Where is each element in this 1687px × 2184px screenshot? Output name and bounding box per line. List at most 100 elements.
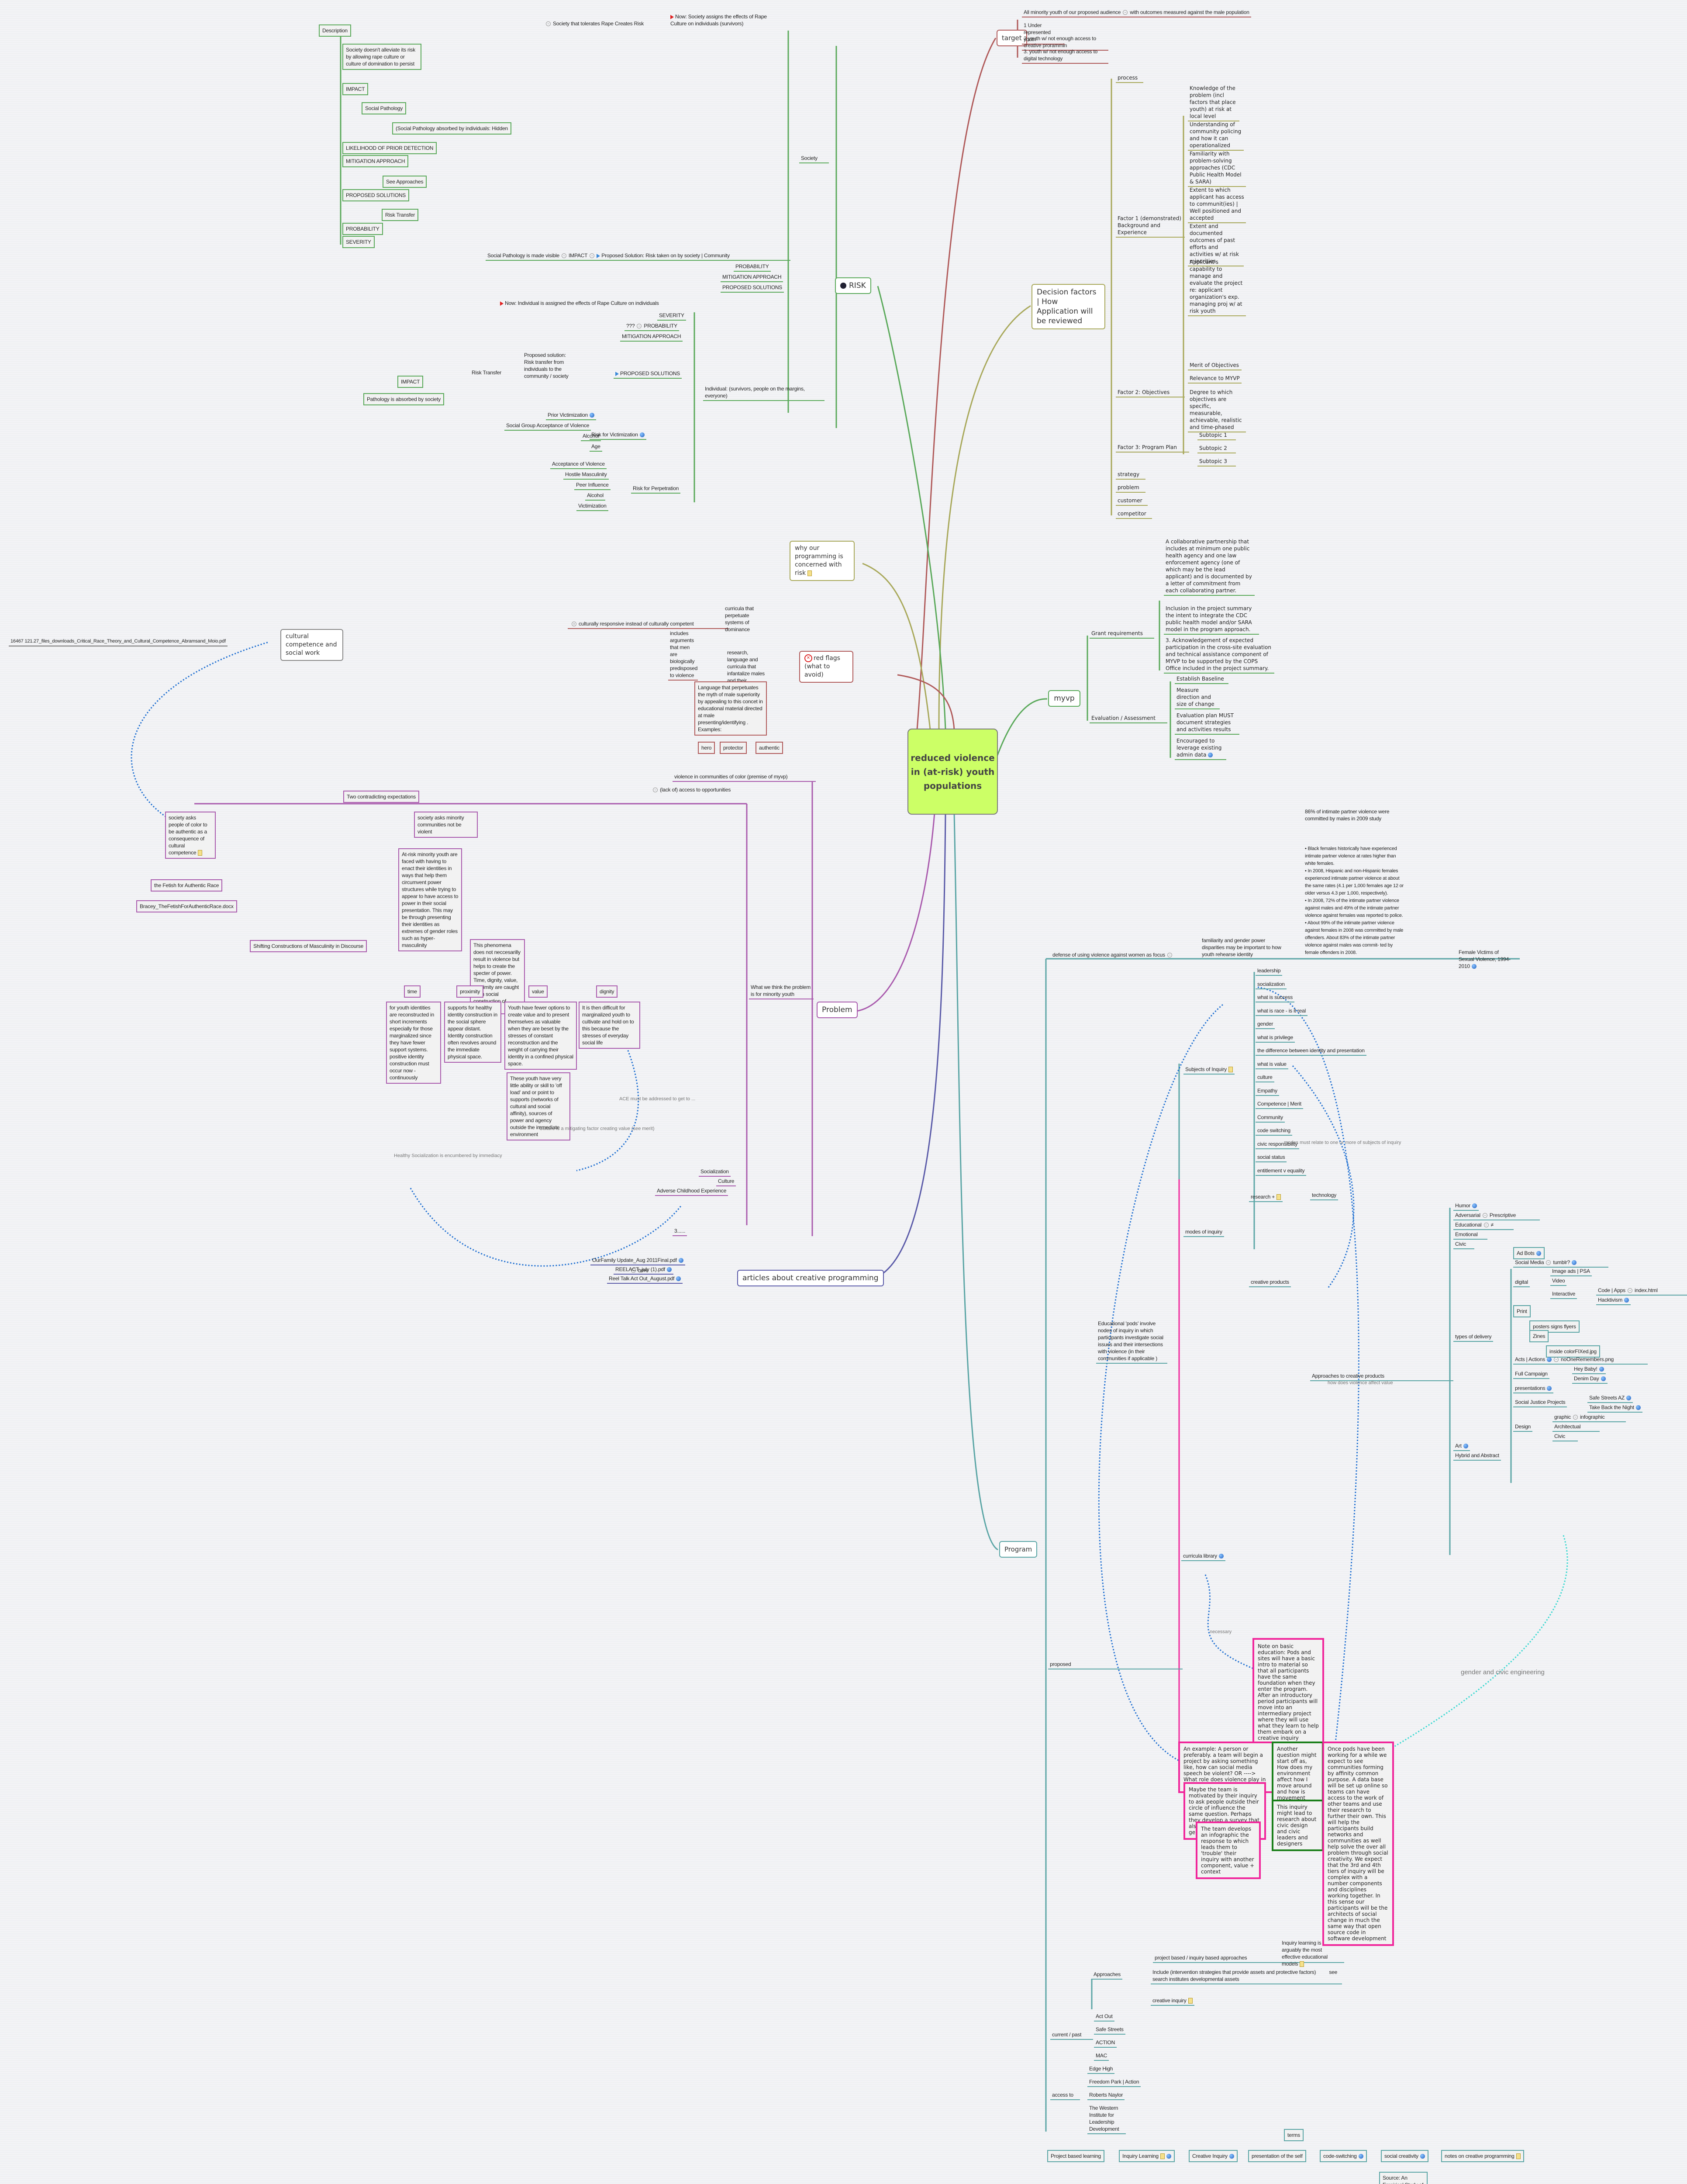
risk-perpetration[interactable]: Risk for Perpetration (631, 484, 681, 494)
grant-item[interactable]: 3. Acknowledgement of expected participa… (1164, 636, 1274, 674)
social-justice-projects[interactable]: Social Justice Projects (1513, 1398, 1567, 1407)
dim-proximity[interactable]: proximity (456, 985, 484, 998)
individual-node[interactable]: Individual: (survivors, people on the ma… (703, 384, 825, 401)
note-icon[interactable] (1188, 1998, 1193, 2004)
web-link-icon[interactable] (1599, 1367, 1604, 1372)
tone-educational[interactable]: Educational−≠ (1453, 1220, 1514, 1230)
article-file[interactable]: Reel Talk Act Out_August.pdf (607, 1274, 683, 1284)
inside-color[interactable]: inside colorFIXed.jpg (1546, 1345, 1600, 1358)
risk-node[interactable]: RISK (835, 277, 871, 294)
factor1-label[interactable]: Factor 1 (demonstrated) Background and E… (1116, 214, 1185, 238)
decision-process[interactable]: process (1116, 73, 1143, 83)
risk-victimization[interactable]: Risk for Victimization (590, 430, 646, 440)
description-item[interactable]: Social Pathology (362, 102, 407, 114)
code-apps[interactable]: Code | Apps−index.html (1596, 1286, 1687, 1296)
pbl-approaches[interactable]: project based / inquiry based approaches (1153, 1953, 1344, 1963)
description-item[interactable]: SEVERITY (342, 236, 375, 248)
research-node[interactable]: research + (1249, 1192, 1283, 1202)
term-item[interactable]: Project based learning (1047, 2150, 1105, 2162)
familiarity-node[interactable]: familiarity and gender power disparities… (1202, 937, 1281, 957)
subject-item[interactable]: entitlement v equality (1256, 1166, 1307, 1176)
note-icon[interactable] (1228, 1067, 1233, 1073)
image-ads[interactable]: Image ads | PSA (1550, 1267, 1592, 1276)
current-item[interactable]: ACTION (1094, 2038, 1117, 2048)
web-link-icon[interactable] (676, 1276, 681, 1282)
art[interactable]: Art (1453, 1441, 1470, 1451)
cultural-competence-node[interactable]: cultural competence and social work (280, 629, 343, 661)
hybrid-abstract[interactable]: Hybrid and Abstract (1453, 1451, 1501, 1461)
individual-risk-transfer[interactable]: Risk Transfer (472, 370, 502, 376)
subject-item[interactable]: Community (1256, 1113, 1285, 1123)
description-item[interactable]: Society doesn't alleviate its risk by al… (342, 44, 421, 70)
web-link-icon[interactable] (1463, 1444, 1468, 1449)
society-node[interactable]: Society (799, 154, 829, 163)
term-item[interactable]: notes on creative programming (1441, 2150, 1524, 2162)
article-file[interactable]: REELACT_july (1).pdf (614, 1265, 674, 1275)
grant-requirements[interactable]: Grant requirements (1090, 629, 1154, 639)
approaches-creative-products[interactable]: Approaches to creative products (1310, 1372, 1453, 1381)
victimization-item[interactable]: Social Group Acceptance of Violence (504, 421, 591, 431)
example-authentic[interactable]: authentic (756, 742, 783, 754)
access-to[interactable]: access to (1050, 2091, 1080, 2100)
factor1-item[interactable]: Familiarity with problem-solving approac… (1188, 149, 1246, 187)
subject-item[interactable]: the difference between identity and pres… (1256, 1046, 1366, 1056)
description-item[interactable]: PROPOSED SOLUTIONS (342, 189, 410, 201)
factor2-item[interactable]: Relevance to MYVP (1188, 374, 1242, 384)
individual-proposed-solutions[interactable]: PROPOSED SOLUTIONS (614, 369, 682, 379)
pathology-absorbed[interactable]: Pathology is absorbed by society (363, 393, 445, 405)
factor1-item[interactable]: Knowledge of the problem (incl factors t… (1188, 84, 1239, 121)
hacktivism[interactable]: Hacktivism (1596, 1296, 1631, 1305)
subject-item[interactable]: socialization (1256, 980, 1287, 989)
subject-item[interactable]: what is privilege (1256, 1033, 1295, 1043)
society-mitigation[interactable]: MITIGATION APPROACH (721, 273, 783, 282)
eval-item[interactable]: Measure direction and size of change (1175, 686, 1220, 709)
central-topic[interactable]: reduced violence in (at-risk) youth popu… (907, 729, 998, 815)
note-icon[interactable] (1516, 2153, 1521, 2160)
eval-item[interactable]: Encouraged to leverage existing admin da… (1175, 736, 1226, 760)
tone-civic[interactable]: Civic (1453, 1240, 1474, 1249)
web-link-icon[interactable] (1624, 1298, 1629, 1303)
society-tolerates-label[interactable]: −Society that tolerates Rape Creates Ris… (544, 20, 644, 27)
current-item[interactable]: MAC (1094, 2051, 1109, 2061)
note-icon[interactable] (1160, 2153, 1165, 2160)
articles-node[interactable]: articles about creative programming (737, 1270, 884, 1286)
now-society-label[interactable]: Now: Society assigns the effects of Rape… (670, 14, 767, 27)
perpetration-item[interactable]: Hostile Masculinity (563, 470, 609, 480)
perpetration-item[interactable]: Peer Influence (574, 480, 611, 490)
maybe-box[interactable]: Maybe the team is motivated by their inq… (1183, 1782, 1266, 1840)
web-link-icon[interactable] (1420, 2154, 1425, 2159)
red-flag-item[interactable]: Language that perpetuates the myth of ma… (694, 681, 767, 736)
problem-premise[interactable]: violence in communities of color (premis… (673, 772, 816, 782)
current-item[interactable]: Act Out (1094, 2012, 1114, 2022)
example-protector[interactable]: protector (720, 742, 747, 754)
description-item[interactable]: MITIGATION APPROACH (342, 155, 409, 167)
two-expectations[interactable]: Two contradicting expectations (343, 791, 420, 803)
individual-mitigation[interactable]: MITIGATION APPROACH (620, 332, 683, 342)
subject-item[interactable]: culture (1256, 1073, 1274, 1082)
perpetration-item[interactable]: Victimization (576, 501, 608, 511)
modes-of-inquiry[interactable]: modes of inquiry (1183, 1227, 1224, 1237)
social-creativity-source[interactable]: Source: An Empirical Study of the Constr… (1379, 2172, 1428, 2184)
problem-what-we-think[interactable]: What we think the problem is for minorit… (749, 983, 814, 999)
description-node[interactable]: Description (319, 24, 351, 37)
web-link-icon[interactable] (1218, 1554, 1224, 1559)
now-individual-label[interactable]: Now: Individual is assigned the effects … (500, 300, 659, 307)
approaches[interactable]: Approaches (1092, 1970, 1123, 1980)
term-item[interactable]: Creative Inquiry (1189, 2150, 1238, 2162)
decision-factors-node[interactable]: Decision factors | How Application will … (1032, 284, 1105, 329)
ad-bots[interactable]: Ad Bots (1513, 1247, 1545, 1259)
red-flag-item[interactable]: +culturally responsive instead of cultur… (568, 619, 728, 629)
web-link-icon[interactable] (1571, 1260, 1577, 1265)
take-back-night[interactable]: Take Back the Night (1587, 1403, 1642, 1413)
terms-node[interactable]: terms (1284, 2129, 1304, 2141)
myvp-node[interactable]: myvp (1048, 690, 1080, 707)
dim-time[interactable]: time (404, 985, 421, 998)
subject-item[interactable]: Competence | Merit (1256, 1099, 1303, 1109)
articles-here[interactable]: −here (629, 1267, 648, 1274)
presentations[interactable]: presentations (1513, 1384, 1554, 1393)
grant-item[interactable]: A collaborative partnership that include… (1164, 537, 1255, 596)
subject-item[interactable]: what is value (1256, 1060, 1288, 1069)
web-link-icon[interactable] (1472, 1203, 1477, 1209)
web-link-icon[interactable] (1229, 2154, 1234, 2159)
web-link-icon[interactable] (1635, 1405, 1641, 1410)
